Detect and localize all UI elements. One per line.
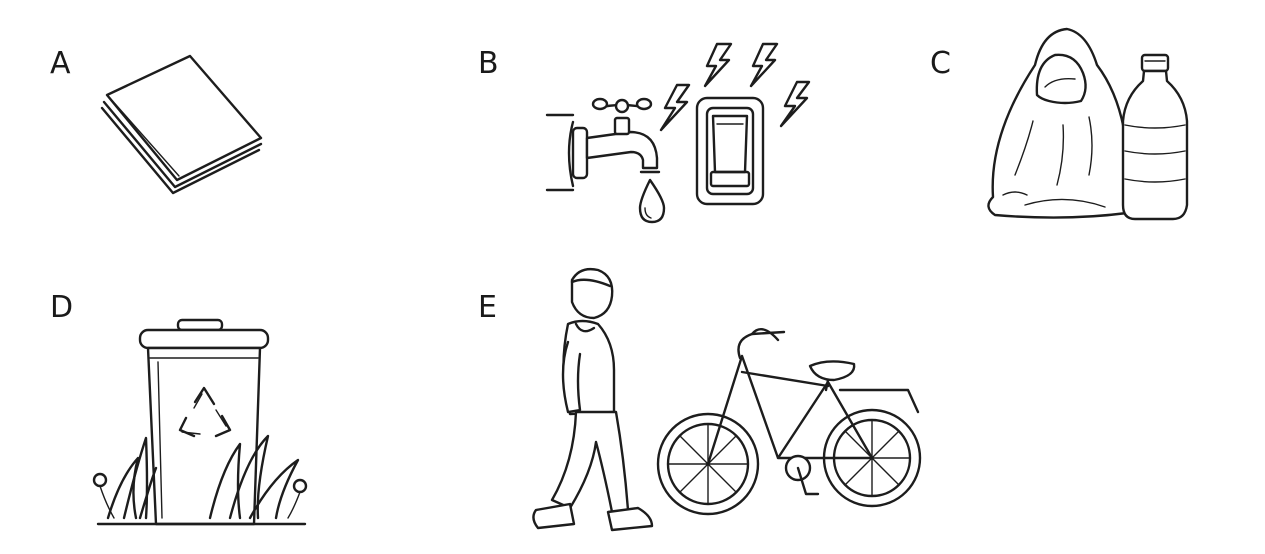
panel-label-d: D xyxy=(50,290,74,325)
recycling-bin-icon xyxy=(92,318,308,526)
recycle-symbol-icon xyxy=(178,386,232,438)
grass-icon xyxy=(96,434,307,526)
paper-stack-icon xyxy=(100,54,263,195)
plastic-bag-icon xyxy=(987,27,1130,219)
light-switch-icon xyxy=(695,96,765,206)
plastic-bottle-icon xyxy=(1121,53,1189,221)
plastic-bag-and-bottle-icon xyxy=(987,27,1189,221)
water-drop-icon xyxy=(638,178,666,224)
walking-and-bicycle-icon xyxy=(532,267,922,532)
panel-label-c: C xyxy=(930,46,951,81)
flower-icon xyxy=(92,472,308,519)
lightning-icon xyxy=(659,42,811,132)
bicycle-icon xyxy=(656,328,922,516)
faucet-icon xyxy=(545,97,661,192)
water-and-electricity-icon xyxy=(545,42,811,224)
panel-label-e: E xyxy=(478,290,497,325)
walking-boy-icon xyxy=(532,267,654,532)
panel-label-a: A xyxy=(50,46,71,81)
panel-label-b: B xyxy=(478,46,499,81)
